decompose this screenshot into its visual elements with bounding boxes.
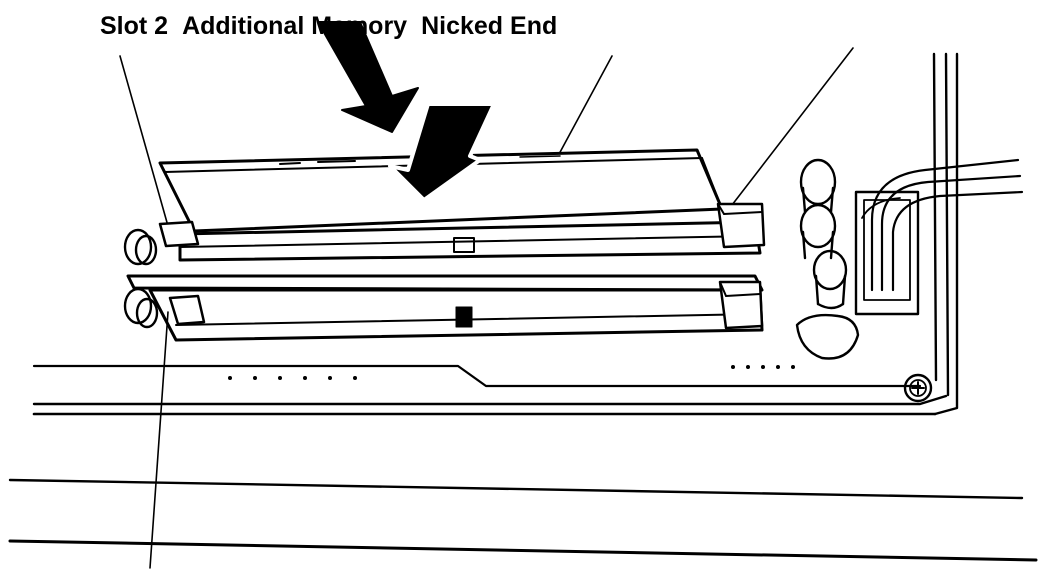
leader-nicked-end bbox=[731, 47, 854, 206]
label-memory: Additional Memory bbox=[182, 12, 408, 40]
mounting-screw bbox=[903, 373, 933, 403]
motherboard-outline bbox=[32, 52, 959, 416]
insertion-arrow-1 bbox=[317, 21, 419, 133]
label-slot: Slot 2 bbox=[100, 12, 169, 40]
insertion-arrows bbox=[317, 21, 496, 202]
power-connector bbox=[854, 158, 1024, 316]
chassis-lines bbox=[8, 478, 1038, 562]
label-end: Nicked End bbox=[421, 12, 558, 40]
diagram-labels: Slot 2 Additional Memory Nicked End bbox=[100, 12, 557, 46]
memory-slot-2 bbox=[158, 202, 766, 262]
leader-slot-2 bbox=[119, 55, 169, 227]
capacitor-left-upper bbox=[123, 228, 158, 266]
leader-slot-1 bbox=[149, 311, 169, 569]
memory-slot-1 bbox=[126, 274, 764, 342]
capacitor-column bbox=[795, 158, 860, 360]
solder-points bbox=[228, 365, 795, 380]
capacitor-left-lower bbox=[123, 287, 159, 329]
insertion-arrow-2 bbox=[388, 102, 496, 202]
